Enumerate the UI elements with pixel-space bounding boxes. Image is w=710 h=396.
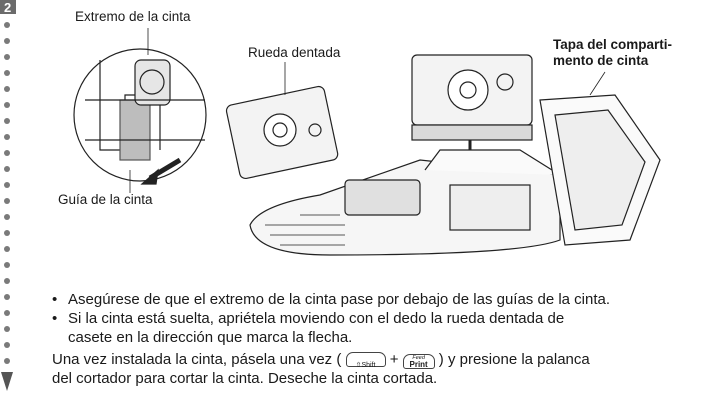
- label-tape-guide: Guía de la cinta: [58, 192, 153, 207]
- shift-key-icon: ⇧Shift: [345, 352, 386, 369]
- label-gear: Rueda dentada: [248, 45, 341, 60]
- step-rail: 2: [0, 0, 16, 391]
- list-item-continuation: casete en la dirección que marca la flec…: [68, 329, 353, 346]
- paragraph-line1: Una vez instalada la cinta, pásela una v…: [52, 351, 590, 369]
- step-number: 2: [4, 0, 11, 15]
- paragraph-line2: del cortador para cortar la cinta. Desec…: [52, 370, 438, 387]
- label-cover-line2: mento de cinta: [553, 53, 649, 68]
- tape-compartment-cover: [539, 94, 661, 246]
- instruction-list: •Asegúrese de que el extremo de la cinta…: [52, 290, 707, 347]
- label-tape-end: Extremo de la cinta: [75, 9, 191, 24]
- next-step-arrow-icon: [1, 372, 13, 391]
- tape-installation-illustration: [73, 28, 661, 256]
- list-item: •Si la cinta está suelta, apriétela movi…: [52, 310, 565, 327]
- label-cover-line1: Tapa del comparti-: [553, 37, 673, 52]
- label-printer: [249, 149, 561, 256]
- tape-cassette-small: [225, 85, 339, 180]
- progress-dots: [4, 22, 10, 364]
- printer-display: [344, 179, 421, 216]
- step-number-badge: [0, 0, 16, 14]
- tape-cassette-large: [411, 54, 533, 141]
- list-item: •Asegúrese de que el extremo de la cinta…: [52, 291, 611, 308]
- feed-and-cut-instruction: Una vez instalada la cinta, pásela una v…: [52, 350, 707, 388]
